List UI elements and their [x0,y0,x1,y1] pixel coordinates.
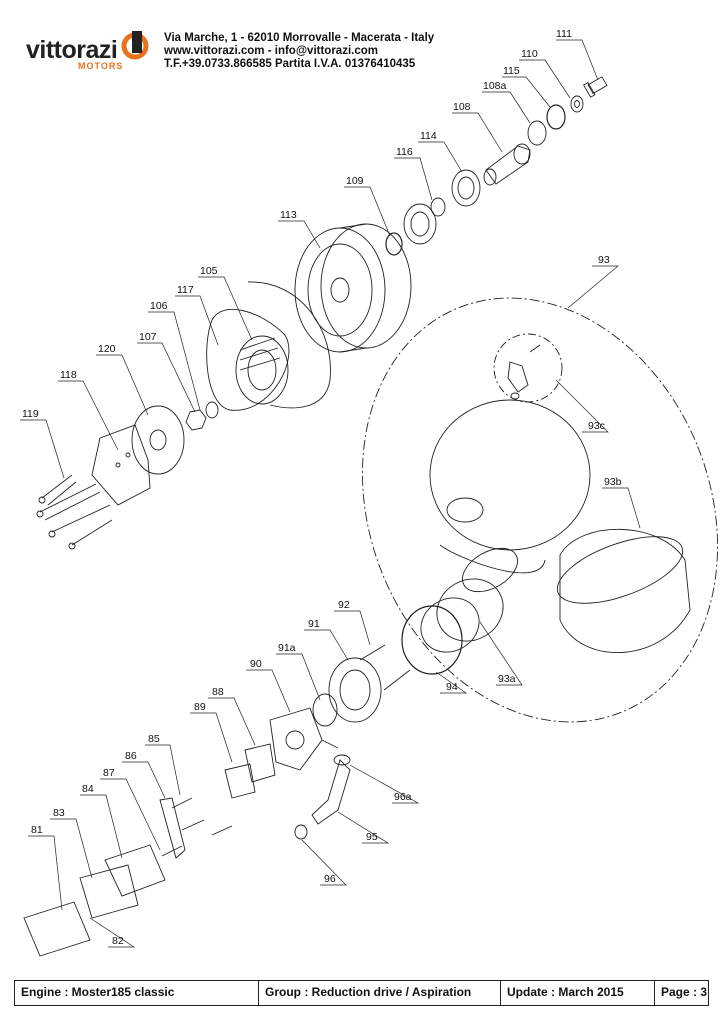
label-105: 105 [200,265,218,277]
part-86-bracket [159,797,186,859]
label-91: 91 [308,618,320,630]
part-114-bearing [451,169,481,207]
part-91a-oring [312,693,338,727]
label-96: 96 [324,873,336,885]
label-107: 107 [139,331,157,343]
label-96a: 96a [394,791,412,803]
part-93a-intake [420,547,518,653]
part-95-tube [311,759,351,825]
part-93c-bracket [507,344,541,400]
label-108a: 108a [483,80,507,92]
group-cell: Group : Reduction drive / Aspiration [259,981,501,1005]
web-line: www.vittorazi.com - info@vittorazi.com [164,45,378,57]
label-93c: 93c [588,420,605,432]
part-96-fitting [294,824,308,840]
label-85: 85 [148,733,160,745]
part-118-plate [91,424,151,506]
part-92-bolts [359,644,411,691]
label-116: 116 [396,146,413,158]
part-85-screws [171,797,233,836]
bearing-near-116 [403,203,437,245]
label-88: 88 [212,686,224,698]
label-87: 87 [103,767,115,779]
part-108a-ring [527,120,547,146]
part-110-washer [570,95,584,113]
brand-subtitle: MOTORS [78,61,124,71]
label-93b: 93b [604,476,622,488]
page-cell: Page : 3 [661,985,708,999]
label-108: 108 [453,101,471,113]
part-113-pulley [294,223,412,353]
update-cell: Update : March 2015 [501,981,655,1005]
part-91-flange [328,657,382,723]
title-block: Engine : Moster185 classic Group : Reduc… [14,980,709,1006]
label-119: 119 [22,408,39,420]
part-119-bolts [36,474,113,550]
label-92: 92 [338,599,350,611]
label-95: 95 [366,831,378,843]
label-84: 84 [82,783,94,795]
label-93: 93 [598,254,610,266]
part-94-clamp [401,605,463,675]
part-115-circlip [546,104,566,130]
part-93b-cap [556,528,691,653]
label-82: 82 [112,935,124,947]
part-120-flange [131,405,185,475]
part-87-stud [161,845,183,857]
label-111: 111 [556,28,572,40]
label-90: 90 [250,658,262,670]
vittorazi-logo-icon [121,31,149,60]
part-111-screw [582,76,608,98]
part-84-reed-block [104,844,166,897]
part-109-circlip [385,232,403,256]
label-120: 120 [98,343,116,355]
label-114: 114 [420,130,437,142]
part-107-nut [185,409,207,431]
label-110: 110 [521,48,538,60]
label-117: 117 [177,284,194,296]
label-83: 83 [53,807,65,819]
label-113: 113 [280,209,297,221]
part-96a-clip [333,754,351,766]
part-116-ring [430,197,446,217]
aspiration-group-outline [362,297,718,723]
engine-cell: Engine : Moster185 classic [15,981,259,1005]
part-83-reed [79,864,139,919]
part-117-belt [206,281,331,411]
label-81: 81 [31,824,43,836]
company-address: Via Marche, 1 - 62010 Morrovalle - Macer… [164,32,434,71]
label-118: 118 [60,369,77,381]
label-109: 109 [346,175,364,187]
part-90-carburetor [269,707,339,771]
address-line: Via Marche, 1 - 62010 Morrovalle - Macer… [164,32,435,44]
part-81-gasket [23,901,91,957]
brand-wordmark: vittorazi [26,36,118,64]
phone-line: T.F.+39.0733.866585 Partita I.V.A. 01376… [164,58,416,70]
label-89: 89 [194,701,206,713]
label-115: 115 [503,65,520,77]
part-108-shaft [483,143,531,186]
label-106: 106 [150,300,168,312]
exploded-parts-diagram: 111 110 115 108a 108 114 116 109 113 105… [20,28,718,957]
label-91a: 91a [278,642,296,654]
detail-93c-outline [493,333,563,403]
part-88-gasket [244,743,276,783]
label-86: 86 [125,750,137,762]
part-89-spacer [224,763,256,799]
header: vittorazi MOTORS Via Marche, 1 - 62010 M… [0,0,724,80]
part-106-washer [205,401,219,419]
label-93a: 93a [498,673,516,685]
label-94: 94 [446,681,458,693]
part-105-pulley [235,335,289,405]
